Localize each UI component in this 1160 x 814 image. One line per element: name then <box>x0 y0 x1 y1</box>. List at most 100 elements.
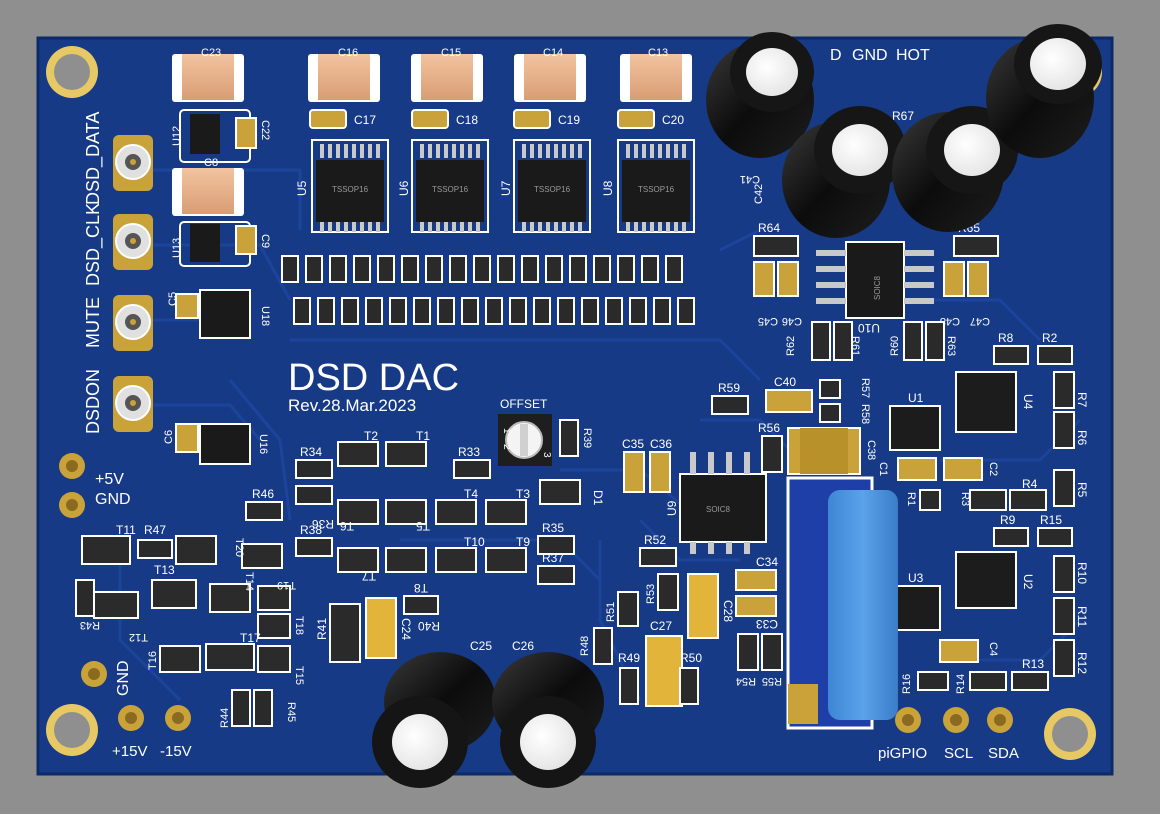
gnd2-label: GND <box>115 660 132 696</box>
u4-area: R8 R2 U4 R7 R6 U1 <box>889 331 1089 451</box>
dsdon-connector <box>113 376 153 432</box>
ref-t17: T17 <box>240 631 261 645</box>
lower-center-parts: R52 R53 C28 R51 C27 R48 R49 R50 <box>579 533 735 707</box>
out-gnd-label: GND <box>852 47 888 64</box>
ref-u8: U8 <box>601 180 615 196</box>
ref-c15: C15 <box>441 47 461 59</box>
offset-pot: OFFSET 1 2 3 R39 <box>498 397 593 466</box>
small-caps-row <box>309 109 655 129</box>
ref-r39: R39 <box>581 428 593 448</box>
ref-r47: R47 <box>144 523 166 537</box>
u8-chip: TSSOP16 U8 <box>601 139 695 233</box>
u6-package: TSSOP16 <box>432 185 469 194</box>
transistor-cluster: T2 T1 R34 R33 D1 R36 T4 T3 R46 R38 T6 T5… <box>245 429 605 595</box>
ref-u5: U5 <box>295 180 309 196</box>
u7-package: TSSOP16 <box>534 185 571 194</box>
ref-r35: R35 <box>542 521 564 535</box>
u10-package: SOIC8 <box>873 275 882 300</box>
ref-r5: R5 <box>1075 482 1089 498</box>
ref-c22: C22 <box>259 120 271 140</box>
ref-c47: C47 <box>970 315 990 327</box>
ref-t6: T6 <box>340 519 354 533</box>
sda-label: SDA <box>988 745 1019 762</box>
ref-r55: R55 <box>762 675 782 687</box>
mute-connector <box>113 295 153 351</box>
u5-chip: TSSOP16 U5 <box>295 139 389 233</box>
ref-r1: R1 <box>905 492 917 506</box>
ref-r10: R10 <box>1075 562 1089 584</box>
ref-c33: C33 <box>756 617 778 631</box>
ref-c23: C23 <box>201 47 221 59</box>
ref-r37: R37 <box>542 551 564 565</box>
ref-c13: C13 <box>648 47 668 59</box>
ref-t14: T14 <box>243 572 255 591</box>
ref-c34: C34 <box>756 555 778 569</box>
ref-r43: R43 <box>80 619 100 631</box>
ref-t5: T5 <box>416 519 430 533</box>
ref-c24: C24 <box>399 618 413 640</box>
ref-r53: R53 <box>645 584 657 604</box>
u8-package: TSSOP16 <box>638 185 675 194</box>
ref-t3: T3 <box>516 487 530 501</box>
ref-c6: C6 <box>163 430 175 444</box>
ref-u16: U16 <box>257 434 269 454</box>
ref-c38: C38 <box>865 440 877 460</box>
ref-r12: R12 <box>1075 652 1089 674</box>
gpio-pads: piGPIO SCL SDA <box>878 707 1019 762</box>
ref-r58: R58 <box>859 404 871 424</box>
ref-c16: C16 <box>338 47 358 59</box>
ref-t2: T2 <box>364 429 378 443</box>
ref-c19: C19 <box>558 113 580 127</box>
u9-package: SOIC8 <box>706 505 731 514</box>
ref-t11: T11 <box>116 523 136 537</box>
dsd-clk-connector <box>113 214 153 270</box>
ref-r38: R38 <box>300 523 322 537</box>
ref-r46: R46 <box>252 487 274 501</box>
pot-pin-2: 2 <box>501 444 512 450</box>
ref-r54: R54 <box>736 675 756 687</box>
ref-t8: T8 <box>414 581 428 595</box>
resistor-array <box>281 255 695 325</box>
ref-t4: T4 <box>464 487 478 501</box>
ref-t20: T20 <box>233 538 245 557</box>
ref-r34: R34 <box>300 445 322 459</box>
ref-u4: U4 <box>1021 394 1035 410</box>
ref-r57: R57 <box>859 378 871 398</box>
out-d-label: D <box>830 47 842 64</box>
ref-u9: U9 <box>665 500 679 516</box>
ref-d1: D1 <box>591 490 605 506</box>
ref-t15: T15 <box>293 666 305 685</box>
left-transistor-cluster: T11 R47 T20 T19 T13 T14 R43 T12 T18 T16 … <box>75 523 305 728</box>
ref-r14: R14 <box>955 674 967 694</box>
ref-r8: R8 <box>998 331 1014 345</box>
ref-t12: T12 <box>129 631 148 643</box>
u18-chip: C5 U18 <box>167 289 271 339</box>
electrolytic-caps-top: C41 C42 <box>706 24 1102 238</box>
ref-r3: R3 <box>959 492 971 506</box>
ref-u10: U10 <box>858 321 880 335</box>
ref-r56: R56 <box>758 421 780 435</box>
ref-u13: U13 <box>171 238 183 258</box>
ref-c14: C14 <box>543 47 563 59</box>
power-pads: +5V GND GND +15V -15V <box>59 453 192 760</box>
ref-c20: C20 <box>662 113 684 127</box>
ref-r36: R36 <box>312 517 334 531</box>
mid-right-parts: R59 C40 R57 R58 R56 C38 <box>711 375 877 475</box>
gnd-label: GND <box>95 491 131 508</box>
mute-label: MUTE <box>83 297 103 348</box>
u2-area: U2 R10 R11 R12 U3 C4 R13 R14 R16 <box>889 551 1089 694</box>
ref-c45: C45 <box>758 315 778 327</box>
ref-r13: R13 <box>1022 657 1044 671</box>
ref-r61: R61 <box>849 336 861 356</box>
dsdon-label: DSDON <box>83 369 103 434</box>
ref-c9: C9 <box>259 234 271 248</box>
ref-r40: R40 <box>418 619 440 633</box>
out-hot-label: HOT <box>896 47 930 64</box>
ref-c1: C1 <box>877 462 889 476</box>
scl-label: SCL <box>944 745 973 762</box>
ref-c26: C26 <box>512 639 534 653</box>
ref-c2: C2 <box>987 462 999 476</box>
ref-r49: R49 <box>618 651 640 665</box>
u7-chip: TSSOP16 U7 <box>499 139 591 233</box>
pigpio-label: piGPIO <box>878 745 927 762</box>
